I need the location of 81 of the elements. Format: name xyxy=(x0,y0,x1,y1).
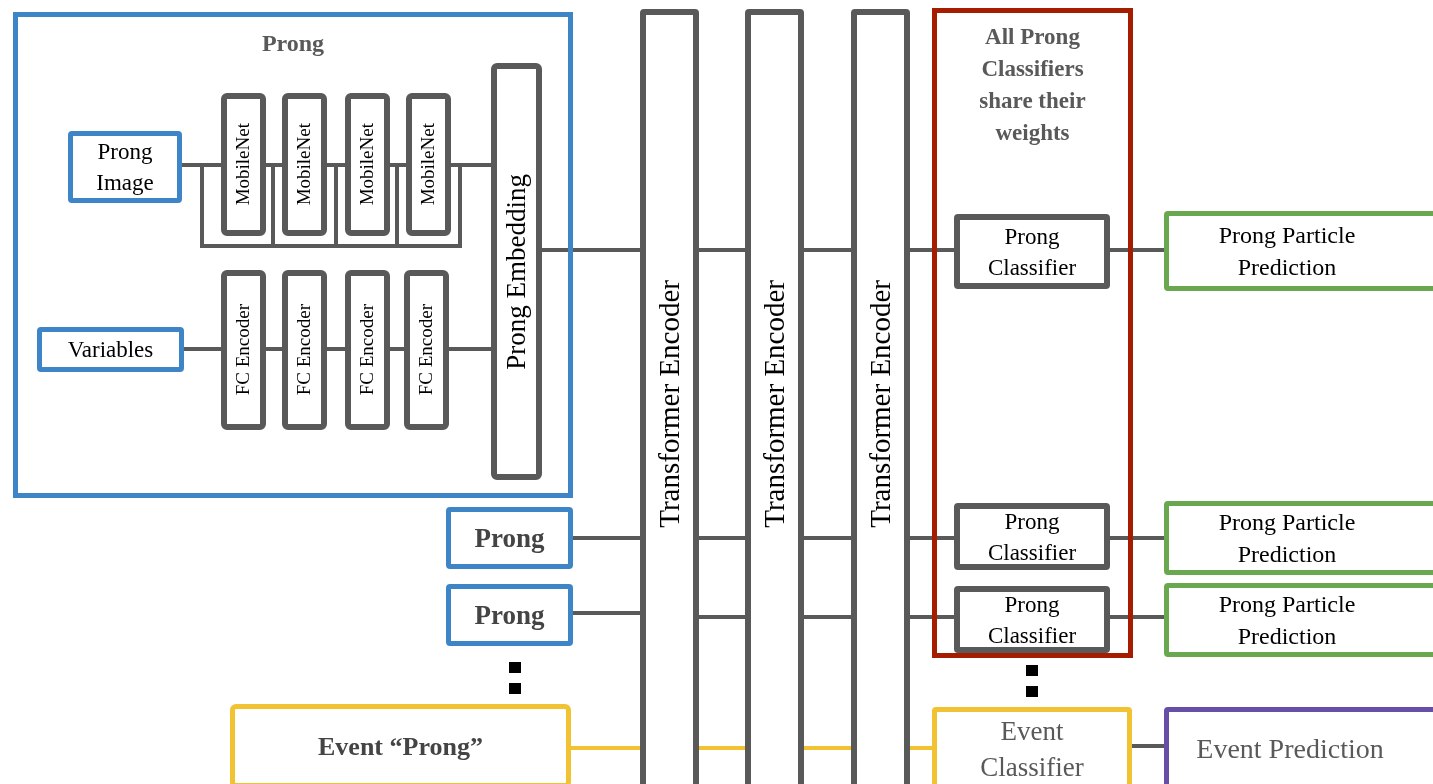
connector-line xyxy=(699,248,745,252)
group-frame xyxy=(13,12,573,498)
node-label: All Prong Classifiers share their weights xyxy=(978,23,1087,147)
connector-line xyxy=(910,248,954,252)
classifier-box xyxy=(954,586,1110,653)
node-label: Prong Classifier xyxy=(986,507,1078,567)
node-label: Prong Particle Prediction xyxy=(1217,221,1357,282)
node-label: Event Classifier xyxy=(979,715,1085,784)
classifier-box xyxy=(932,707,1132,784)
connector-line xyxy=(804,536,851,540)
node-label: Transformer Encoder xyxy=(862,280,897,528)
node-label: Prong Classifier xyxy=(986,222,1078,282)
embedding-box xyxy=(491,63,542,480)
connector-line xyxy=(804,746,851,750)
node-label: MobileNet xyxy=(355,123,379,206)
connector-line xyxy=(390,347,404,351)
layer-box xyxy=(345,93,390,236)
layer-box xyxy=(345,270,390,430)
connector-line xyxy=(571,746,640,750)
node-label: Event “Prong” xyxy=(318,730,483,763)
connector-line xyxy=(184,347,221,351)
node-label: Prong Particle Prediction xyxy=(1217,590,1357,651)
input-box xyxy=(446,507,573,569)
connector-line xyxy=(573,611,640,615)
node-label: MobileNet xyxy=(231,123,255,206)
node-label: FC Encoder xyxy=(231,304,255,396)
layer-box xyxy=(221,270,266,430)
connector-line xyxy=(699,536,745,540)
encoder-box xyxy=(745,9,804,784)
classifier-box xyxy=(954,214,1110,289)
connector-line xyxy=(1132,744,1164,748)
node-label: Prong xyxy=(261,29,325,58)
node-label: MobileNet xyxy=(416,123,440,206)
connector-line xyxy=(266,347,282,351)
connector-line xyxy=(910,615,954,619)
connector-line xyxy=(910,746,932,750)
input-box xyxy=(37,327,184,372)
node-label: FC Encoder xyxy=(355,304,379,396)
node-label: Prong xyxy=(474,598,545,632)
node-label: Prong xyxy=(474,521,545,555)
connector-line xyxy=(573,536,640,540)
node-label: Transformer Encoder xyxy=(756,280,791,528)
node-label: FC Encoder xyxy=(414,304,438,396)
input-box xyxy=(230,704,571,784)
layer-box xyxy=(282,93,327,236)
connector-line xyxy=(182,163,221,167)
layer-box xyxy=(406,93,451,236)
node-label: Prong Classifier xyxy=(986,590,1078,650)
output-box xyxy=(1164,583,1433,657)
output-box xyxy=(1164,211,1433,291)
connector-line xyxy=(699,615,745,619)
node-label: FC Encoder xyxy=(292,304,316,396)
layer-box xyxy=(282,270,327,430)
connector-line xyxy=(449,347,491,351)
node-label: Prong Image xyxy=(95,138,155,197)
input-box xyxy=(68,131,182,203)
connector-line xyxy=(542,248,640,252)
connector-line xyxy=(699,746,745,750)
layer-box xyxy=(221,93,266,236)
node-label: Prong Embedding xyxy=(500,173,533,370)
connector-line xyxy=(1110,248,1164,252)
output-box xyxy=(1164,501,1433,575)
connector-line xyxy=(804,615,851,619)
node-label: Transformer Encoder xyxy=(651,280,686,528)
input-box xyxy=(446,584,573,646)
connector-line xyxy=(1110,615,1164,619)
group-frame xyxy=(932,8,1133,658)
node-label: Variables xyxy=(67,336,154,364)
connector-line xyxy=(327,347,345,351)
layer-box xyxy=(404,270,449,430)
node-label: MobileNet xyxy=(292,123,316,206)
node-label: Event Prediction xyxy=(1195,732,1385,766)
output-box xyxy=(1164,707,1433,784)
connector-line xyxy=(804,248,851,252)
classifier-box xyxy=(954,503,1110,570)
connector-line xyxy=(1110,536,1164,540)
encoder-box xyxy=(640,9,699,784)
connector-line xyxy=(451,163,491,167)
connector-line xyxy=(910,536,954,540)
encoder-box xyxy=(851,9,910,784)
node-label: Prong Particle Prediction xyxy=(1217,508,1357,569)
